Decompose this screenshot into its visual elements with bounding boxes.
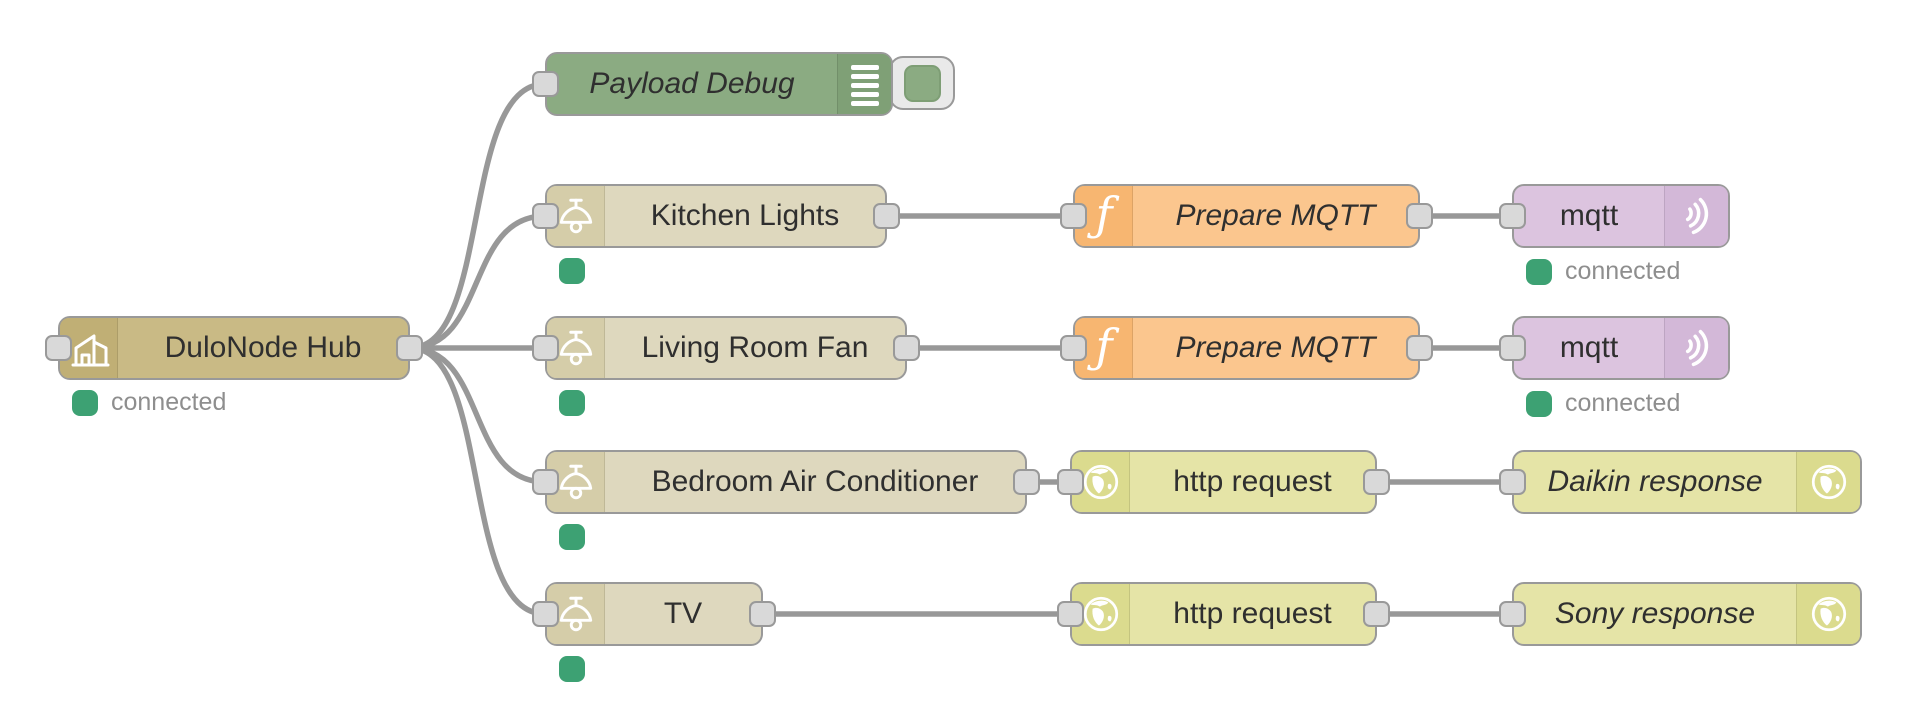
status-dot-icon [72, 389, 98, 416]
output-port[interactable] [1406, 334, 1433, 361]
node-label: Prepare MQTT [1175, 331, 1376, 364]
input-port[interactable] [1057, 600, 1084, 627]
node-label: mqtt [1559, 199, 1619, 232]
input-port[interactable] [532, 202, 559, 229]
function-glyph: ƒ [1086, 322, 1119, 373]
wire-hub-to-debug[interactable] [409, 81, 546, 351]
status-dot-icon [559, 257, 585, 284]
node-label: Payload Debug [589, 67, 795, 100]
node-label: Sony response [1554, 597, 1756, 630]
node-status [559, 389, 585, 416]
output-port[interactable] [873, 202, 900, 229]
input-port[interactable] [532, 600, 559, 627]
globe-icon [1796, 452, 1860, 512]
output-port[interactable] [1406, 202, 1433, 229]
status-dot-icon [559, 389, 585, 416]
input-port[interactable] [532, 334, 559, 361]
node-sony-response[interactable]: Sony response [1499, 582, 1862, 646]
node-label: Living Room Fan [641, 331, 869, 364]
signal-arcs-icon [1664, 318, 1728, 378]
input-port[interactable] [1499, 202, 1526, 229]
node-http-request-2[interactable]: http request [1057, 582, 1390, 646]
output-port[interactable] [1363, 468, 1390, 495]
input-port[interactable] [45, 334, 72, 361]
input-port[interactable] [1499, 468, 1526, 495]
input-port[interactable] [1060, 334, 1087, 361]
node-status: connected [1526, 389, 1681, 417]
status-dot-icon [559, 523, 585, 550]
status-text: connected [111, 388, 227, 416]
node-label: DuloNode Hub [164, 331, 362, 364]
input-port[interactable] [532, 70, 559, 97]
node-status [559, 257, 585, 284]
status-dot-icon [559, 655, 585, 682]
status-dot-icon [1526, 390, 1552, 417]
wire-hub-to-bedroom[interactable] [409, 345, 546, 485]
node-prepare-mqtt-1[interactable]: ƒ Prepare MQTT [1060, 184, 1433, 248]
node-label: mqtt [1559, 331, 1619, 364]
node-status: connected [1526, 257, 1681, 285]
output-port[interactable] [1363, 600, 1390, 627]
debug-toggle-state [903, 64, 941, 102]
node-http-request-1[interactable]: http request [1057, 450, 1390, 514]
node-mqtt-2[interactable]: mqtt [1499, 316, 1730, 380]
node-prepare-mqtt-2[interactable]: ƒ Prepare MQTT [1060, 316, 1433, 380]
node-bedroom-air-conditioner[interactable]: Bedroom Air Conditioner [532, 450, 1040, 514]
output-port[interactable] [396, 334, 423, 361]
node-label: http request [1173, 597, 1332, 630]
node-label: Bedroom Air Conditioner [651, 465, 979, 498]
list-lines-icon [837, 54, 891, 114]
node-status: connected [72, 388, 227, 416]
node-tv[interactable]: TV [532, 582, 776, 646]
output-port[interactable] [749, 600, 776, 627]
node-mqtt-1[interactable]: mqtt [1499, 184, 1730, 248]
status-text: connected [1565, 389, 1681, 417]
wire-hub-to-kitchen[interactable] [409, 213, 546, 351]
node-label: Kitchen Lights [650, 199, 840, 232]
node-label: Daikin response [1547, 465, 1763, 498]
node-label: TV [663, 597, 703, 630]
input-port[interactable] [1499, 334, 1526, 361]
output-port[interactable] [1013, 468, 1040, 495]
globe-icon [1796, 584, 1860, 644]
debug-toggle-button[interactable] [889, 56, 955, 110]
node-kitchen-lights[interactable]: Kitchen Lights [532, 184, 900, 248]
signal-arcs-icon [1664, 186, 1728, 246]
node-payload-debug[interactable]: Payload Debug [532, 52, 893, 116]
pendant-lamp-icon [547, 318, 605, 378]
output-port[interactable] [893, 334, 920, 361]
wire-hub-to-tv[interactable] [409, 345, 546, 617]
node-status [559, 523, 585, 550]
pendant-lamp-icon [547, 584, 605, 644]
node-status [559, 655, 585, 682]
status-text: connected [1565, 257, 1681, 285]
input-port[interactable] [1060, 202, 1087, 229]
input-port[interactable] [1499, 600, 1526, 627]
input-port[interactable] [1057, 468, 1084, 495]
status-dot-icon [1526, 258, 1552, 285]
input-port[interactable] [532, 468, 559, 495]
node-label: http request [1173, 465, 1332, 498]
node-dulonode-hub[interactable]: DuloNode Hub [45, 316, 423, 380]
function-glyph: ƒ [1086, 190, 1119, 241]
node-label: Prepare MQTT [1175, 199, 1376, 232]
node-daikin-response[interactable]: Daikin response [1499, 450, 1862, 514]
node-living-room-fan[interactable]: Living Room Fan [532, 316, 920, 380]
